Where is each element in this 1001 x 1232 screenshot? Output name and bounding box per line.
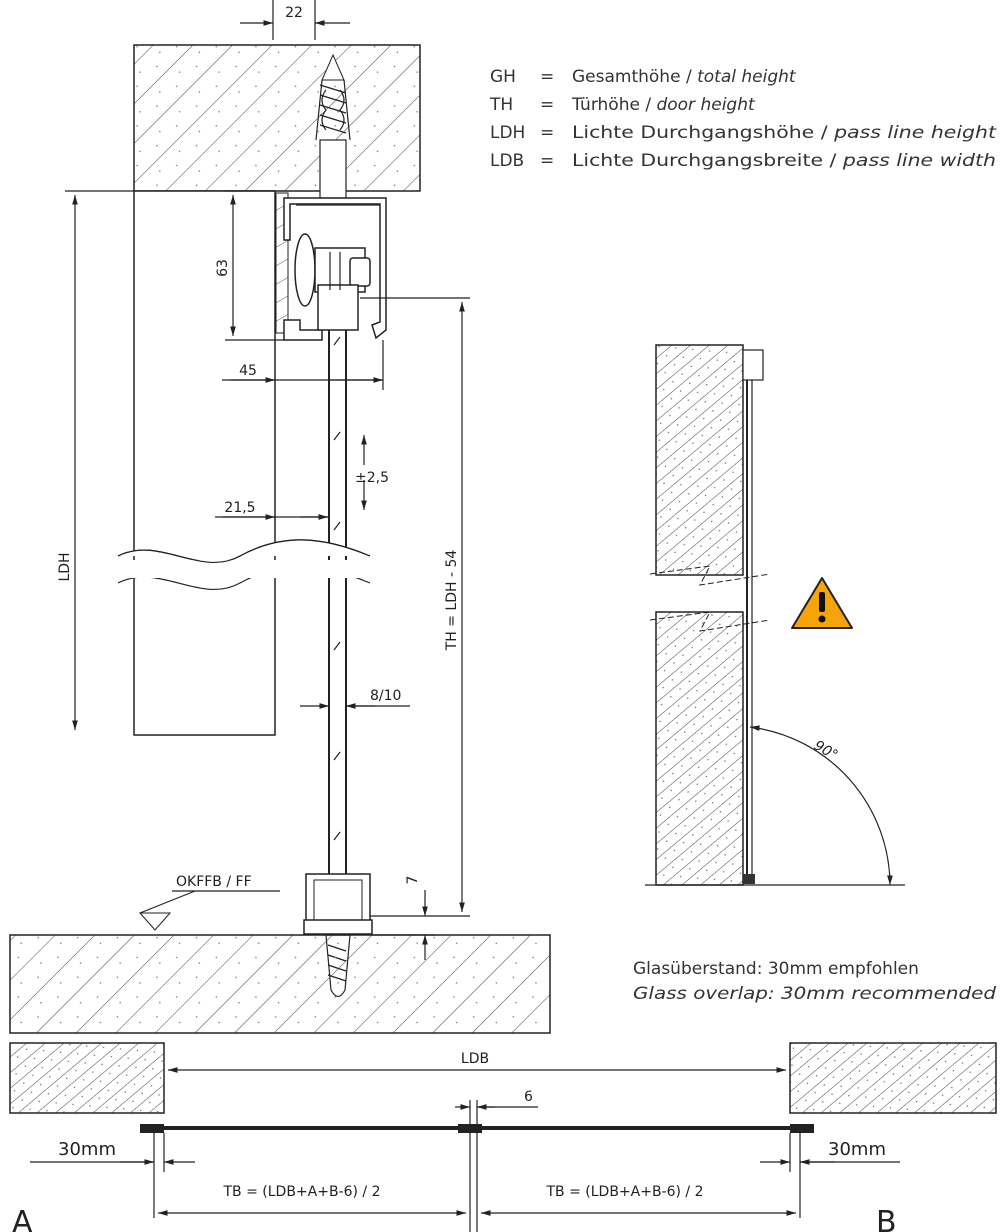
ceiling-block bbox=[133, 44, 421, 192]
dim-45-label: 45 bbox=[239, 363, 257, 379]
dim-63-label: 63 bbox=[215, 259, 231, 277]
th-label: TH = LDH - 54 bbox=[444, 550, 460, 652]
svg-text:GH: GH bbox=[490, 67, 516, 87]
label-a: A bbox=[12, 1205, 33, 1232]
svg-text:LDB: LDB bbox=[490, 151, 524, 171]
svg-text:=: = bbox=[540, 151, 554, 171]
tb-left-label: TB = (LDB+A+B-6) / 2 bbox=[222, 1184, 380, 1200]
svg-text:Türhöhe / door height: Türhöhe / door height bbox=[571, 95, 756, 115]
dim-21-5: 21,5 bbox=[215, 500, 328, 520]
tolerance-label: ±2,5 bbox=[355, 470, 389, 486]
left-wall bbox=[133, 190, 276, 736]
svg-text:Glasüberstand: 30mm empfohlen: Glasüberstand: 30mm empfohlen bbox=[633, 959, 919, 979]
svg-text:LDH: LDH bbox=[490, 123, 525, 143]
top-dimension: 22 bbox=[240, 0, 350, 40]
tb-right-label: TB = (LDB+A+B-6) / 2 bbox=[545, 1184, 703, 1200]
svg-text:Lichte Durchgangsbreite / pass: Lichte Durchgangsbreite / pass line widt… bbox=[572, 151, 996, 171]
ldh-dimension: LDH bbox=[57, 190, 134, 730]
svg-text:=: = bbox=[540, 67, 554, 87]
floor-level-label: OKFFB / FF bbox=[176, 874, 252, 890]
tolerance: ±2,5 bbox=[355, 435, 389, 510]
break-lines bbox=[117, 539, 371, 591]
left-overlap-label: 30mm bbox=[58, 1139, 116, 1160]
dim-22-label: 22 bbox=[285, 5, 303, 21]
floor-level-marker: OKFFB / FF bbox=[138, 874, 280, 931]
svg-text:Lichte Durchgangshöhe / pass l: Lichte Durchgangshöhe / pass line height bbox=[572, 123, 998, 143]
th-dimension: TH = LDH - 54 bbox=[360, 297, 470, 917]
glass-thickness-dim: 8/10 bbox=[300, 688, 410, 709]
dim-63: 63 bbox=[215, 190, 285, 341]
legend: GH = Gesamthöhe / total height TH = Türh… bbox=[489, 67, 998, 171]
svg-text:Glass overlap: 30mm recommende: Glass overlap: 30mm recommended bbox=[633, 984, 996, 1004]
ceiling-screw bbox=[315, 53, 351, 199]
top-track-profile bbox=[275, 192, 387, 341]
dim-7-label: 7 bbox=[405, 876, 421, 885]
svg-text:TH: TH bbox=[489, 95, 513, 115]
overlap-note: Glasüberstand: 30mm empfohlen Glass over… bbox=[633, 959, 996, 1004]
floor-slab bbox=[9, 934, 551, 1034]
svg-text:Gesamthöhe / total height: Gesamthöhe / total height bbox=[572, 67, 797, 87]
glass-door bbox=[328, 330, 347, 880]
warning-triangle-icon bbox=[791, 577, 853, 629]
dim-45: 45 bbox=[222, 340, 384, 390]
right-overlap-label: 30mm bbox=[828, 1139, 886, 1160]
dim-21-5-label: 21,5 bbox=[224, 500, 255, 516]
ldb-label: LDB bbox=[461, 1051, 489, 1067]
angle-label: 90° bbox=[811, 738, 841, 764]
svg-text:=: = bbox=[540, 95, 554, 115]
svg-text:=: = bbox=[540, 123, 554, 143]
gap-label: 6 bbox=[524, 1089, 533, 1105]
label-b: B bbox=[876, 1205, 897, 1232]
glass-thickness-label: 8/10 bbox=[370, 688, 401, 704]
plan-view: LDB 6 30mm 30mm TB = (LDB+A+B-6) / 2 bbox=[9, 1042, 997, 1232]
ldh-label: LDH bbox=[57, 552, 73, 581]
side-view: 90° bbox=[645, 344, 905, 886]
